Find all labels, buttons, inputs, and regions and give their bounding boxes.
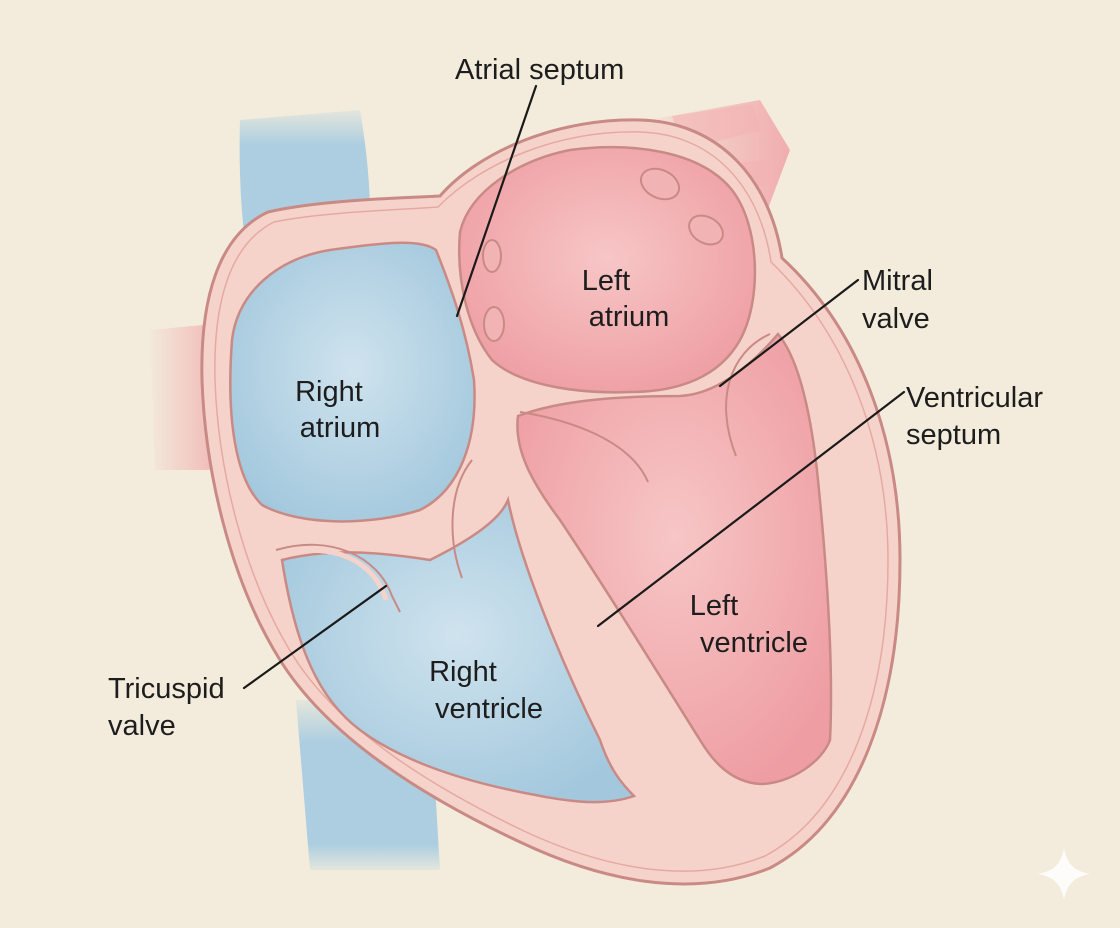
label-atrial-septum: Atrial septum xyxy=(455,54,624,86)
mitral-leaflet-2 xyxy=(725,333,771,457)
tricuspid-valve-leader xyxy=(242,584,388,690)
chambers xyxy=(229,145,833,804)
mitral-valve-leader xyxy=(718,278,860,388)
left-atrium-chamber xyxy=(458,145,757,394)
tricuspid-leaflet-1 xyxy=(275,543,401,613)
label-ventricular-septum: Ventricular septum xyxy=(906,382,1051,451)
right-atrium-chamber xyxy=(229,241,476,523)
label-right-atrium: Right atrium xyxy=(295,376,380,444)
label-right-ventricle: Right ventricle xyxy=(429,656,543,725)
sparkle-icon xyxy=(1038,848,1090,900)
label-left-ventricle: Left ventricle xyxy=(690,590,808,659)
valves xyxy=(275,333,771,613)
ventricular-septum-leader xyxy=(596,390,906,628)
label-left-atrium: Left atrium xyxy=(582,265,670,333)
tricuspid-leaflet-2 xyxy=(451,459,473,579)
mitral-leaflet-1 xyxy=(519,411,649,483)
left-ventricle-chamber xyxy=(516,332,833,786)
label-tricuspid-valve: Tricuspid valve xyxy=(108,673,233,742)
atrial-septum-leader xyxy=(455,84,538,318)
leader-lines xyxy=(242,84,906,690)
vein-openings xyxy=(482,167,724,342)
label-mitral-valve: Mitral valve xyxy=(862,265,941,335)
labels: Atrial septum Left atrium Mitral valve R… xyxy=(108,54,1051,742)
